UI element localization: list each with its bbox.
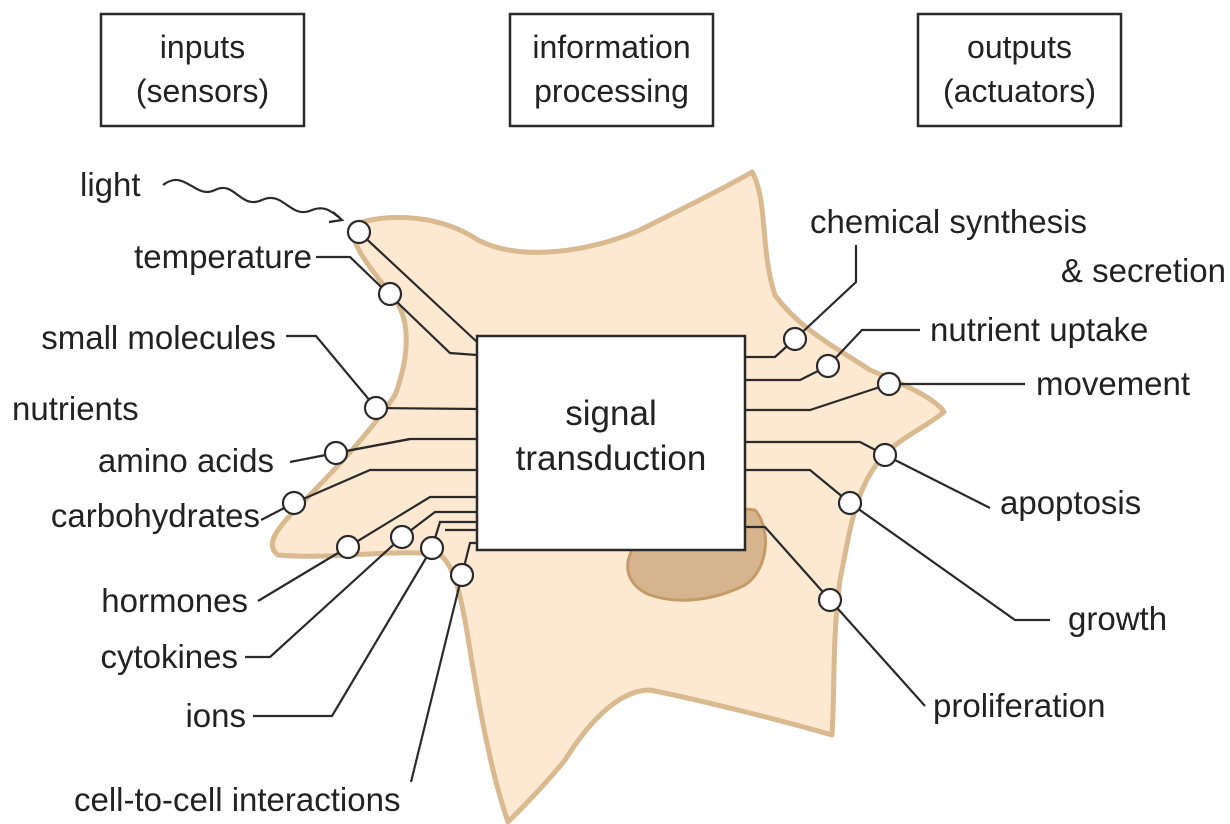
port-ions — [419, 535, 445, 561]
port-apoptosis — [872, 442, 898, 468]
label-chemical-synthesis-line2: & secretion — [1061, 252, 1226, 289]
port-amino-acids — [323, 440, 349, 466]
header-inputs-line1: inputs — [160, 29, 245, 65]
header-outputs-line2: (actuators) — [943, 73, 1096, 109]
port-movement — [876, 371, 902, 397]
header-processing: information processing — [508, 12, 715, 128]
port-light — [346, 219, 372, 245]
header-processing-line2: processing — [534, 73, 689, 109]
label-chemical-synthesis-line1: chemical synthesis — [810, 203, 1087, 240]
output-wires — [745, 245, 1050, 707]
label-ions: ions — [185, 697, 246, 734]
label-cytokines: cytokines — [100, 638, 238, 675]
port-cytokines — [389, 524, 415, 550]
label-apoptosis: apoptosis — [1000, 484, 1141, 521]
label-movement: movement — [1036, 365, 1190, 402]
output-ports — [782, 326, 902, 613]
label-nutrient-uptake: nutrient uptake — [930, 311, 1148, 348]
label-temperature: temperature — [134, 238, 312, 275]
port-cell-to-cell — [449, 562, 475, 588]
header-inputs-line2: (sensors) — [136, 73, 269, 109]
port-carbohydrates — [281, 490, 307, 516]
label-hormones: hormones — [101, 582, 248, 619]
port-hormones — [335, 534, 361, 560]
signal-transduction-box — [475, 334, 747, 552]
port-small-molecules — [363, 395, 389, 421]
input-labels: light temperature small molecules nutrie… — [12, 166, 400, 818]
label-cell-to-cell: cell-to-cell interactions — [74, 781, 400, 818]
label-nutrients: nutrients — [12, 390, 139, 427]
label-amino-acids: amino acids — [98, 442, 274, 479]
header-outputs: outputs (actuators) — [916, 12, 1123, 128]
header-processing-line1: information — [532, 29, 690, 65]
output-labels: chemical synthesis & secretion nutrient … — [810, 203, 1226, 724]
label-growth: growth — [1068, 600, 1167, 637]
label-proliferation: proliferation — [933, 687, 1105, 724]
port-proliferation — [817, 587, 843, 613]
signal-transduction-label-line2: transduction — [516, 439, 707, 478]
label-carbohydrates: carbohydrates — [51, 497, 260, 534]
header-outputs-line1: outputs — [967, 29, 1072, 65]
port-temperature — [377, 281, 403, 307]
signal-transduction-label-line1: signal — [565, 394, 656, 433]
port-chemical-synthesis — [782, 326, 808, 352]
label-light: light — [80, 166, 141, 203]
input-ports — [281, 219, 475, 588]
header-inputs: inputs (sensors) — [99, 12, 306, 128]
port-growth — [837, 490, 863, 516]
label-small-molecules: small molecules — [41, 319, 276, 356]
port-nutrient-uptake — [815, 353, 841, 379]
